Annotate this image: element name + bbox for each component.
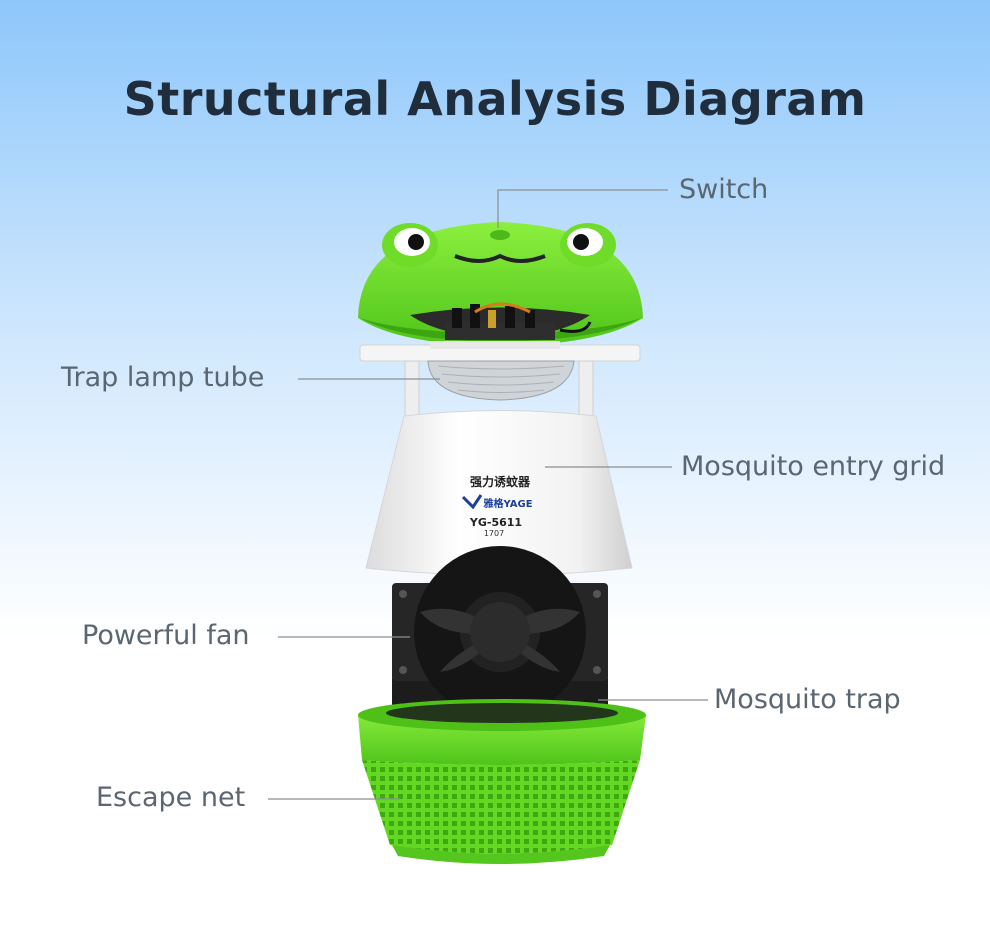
- switch-leader-line: [497, 189, 668, 228]
- switch-button: [490, 230, 510, 240]
- support-post-left: [404, 360, 420, 420]
- lamp-plate: [359, 341, 641, 362]
- trap-lamp-tube: [427, 360, 575, 401]
- label-mosquito-trap: Mosquito trap: [714, 684, 901, 715]
- mosquito-entry-grid-body: 强力诱蚊器 雅格YAGE YG-5611 1707: [365, 410, 633, 576]
- circuit-board: [445, 302, 592, 340]
- label-mosquito-entry-grid: Mosquito entry grid: [681, 451, 946, 482]
- model-text: YG-5611: [469, 516, 522, 529]
- powerful-fan: [392, 546, 608, 726]
- label-powerful-fan: Powerful fan: [82, 620, 250, 651]
- label-trap-lamp-tube: Trap lamp tube: [61, 362, 265, 393]
- mosquito-trap-basket: [358, 699, 646, 864]
- label-escape-net: Escape net: [96, 782, 246, 813]
- product-chinese-text: 强力诱蚊器: [470, 474, 531, 489]
- page-title: Structural Analysis Diagram: [123, 72, 867, 126]
- code-text: 1707: [484, 529, 504, 538]
- brand-text: 雅格YAGE: [483, 497, 532, 510]
- brand-logo-icon: [461, 494, 483, 510]
- leader-lines: [268, 189, 708, 800]
- support-post-right: [578, 360, 594, 420]
- label-switch: Switch: [679, 174, 769, 205]
